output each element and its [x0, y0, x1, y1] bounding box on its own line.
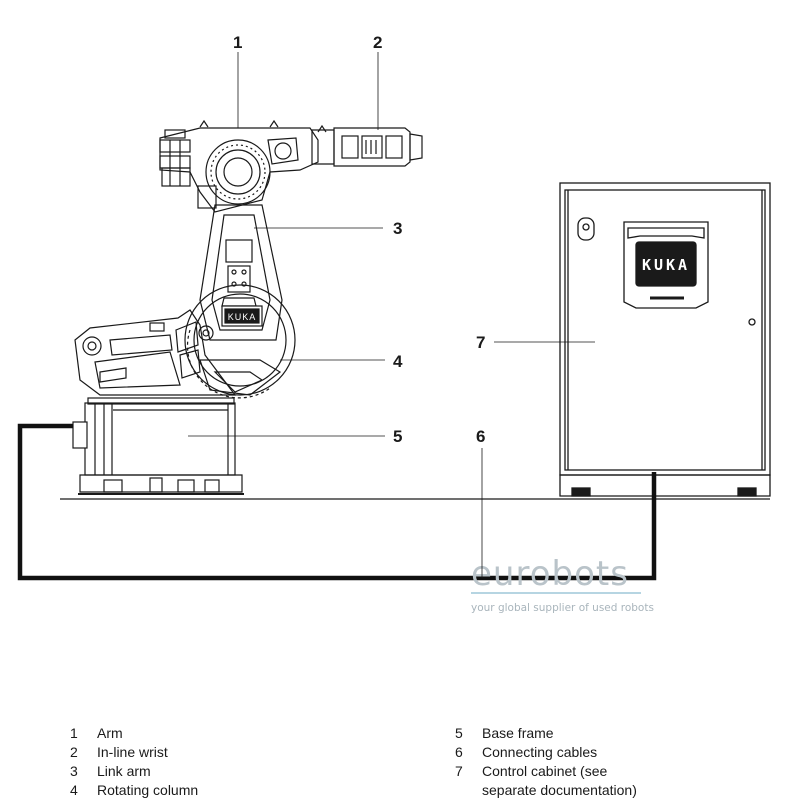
legend-number: 4: [70, 782, 78, 798]
legend-item: 5 Base frame: [455, 724, 637, 743]
legend-item: 7 Control cabinet (see separate document…: [455, 762, 637, 800]
legend-label: In-line wrist: [97, 744, 168, 760]
control-cabinet: KUKA: [559, 182, 771, 497]
callout-5: 5: [393, 427, 402, 446]
legend-number: 7: [455, 763, 463, 779]
callout-3: 3: [393, 219, 402, 238]
legend-item: 1 Arm: [70, 724, 198, 743]
watermark: eurobots your global supplier of used ro…: [471, 554, 654, 614]
callout-1: 1: [233, 33, 242, 52]
legend-number: 1: [70, 725, 78, 741]
legend-label: Rotating column: [97, 782, 199, 798]
rotating-column: [74, 284, 296, 399]
svg-text:KUKA: KUKA: [228, 312, 257, 322]
callout-2: 2: [373, 33, 382, 52]
leader-lines: [188, 52, 595, 578]
link-arm: KUKA: [199, 204, 283, 341]
base-frame: [72, 397, 244, 495]
robot: KUKA: [72, 119, 423, 495]
in-line-wrist: [311, 124, 423, 167]
legend-item: 2 In-line wrist: [70, 743, 198, 762]
legend-item: 4 Rotating column: [70, 781, 198, 800]
legend-number: 3: [70, 763, 78, 779]
legend-number: 2: [70, 744, 78, 760]
callout-6: 6: [476, 427, 485, 446]
legend-right: 5 Base frame 6 Connecting cables 7 Contr…: [455, 724, 637, 800]
legend-label: Connecting cables: [482, 744, 598, 760]
legend-label: Control cabinet (see separate documentat…: [482, 763, 637, 798]
legend-label: Arm: [97, 725, 123, 741]
legend-item: 6 Connecting cables: [455, 743, 637, 762]
callout-7: 7: [476, 333, 485, 352]
watermark-tagline: your global supplier of used robots: [471, 602, 654, 614]
callout-4: 4: [393, 352, 403, 371]
arm: [159, 127, 319, 213]
legend-label: Link arm: [97, 763, 151, 779]
legend-number: 6: [455, 744, 463, 760]
legend-number: 5: [455, 725, 463, 741]
legend-left: 1 Arm 2 In-line wrist 3 Link arm 4 Rotat…: [70, 724, 198, 800]
legend-label: Base frame: [482, 725, 554, 741]
legend-item: 3 Link arm: [70, 762, 198, 781]
watermark-brand: eurobots: [471, 554, 629, 594]
connecting-cable: [17, 423, 657, 581]
cabinet-logo: KUKA: [642, 256, 690, 274]
